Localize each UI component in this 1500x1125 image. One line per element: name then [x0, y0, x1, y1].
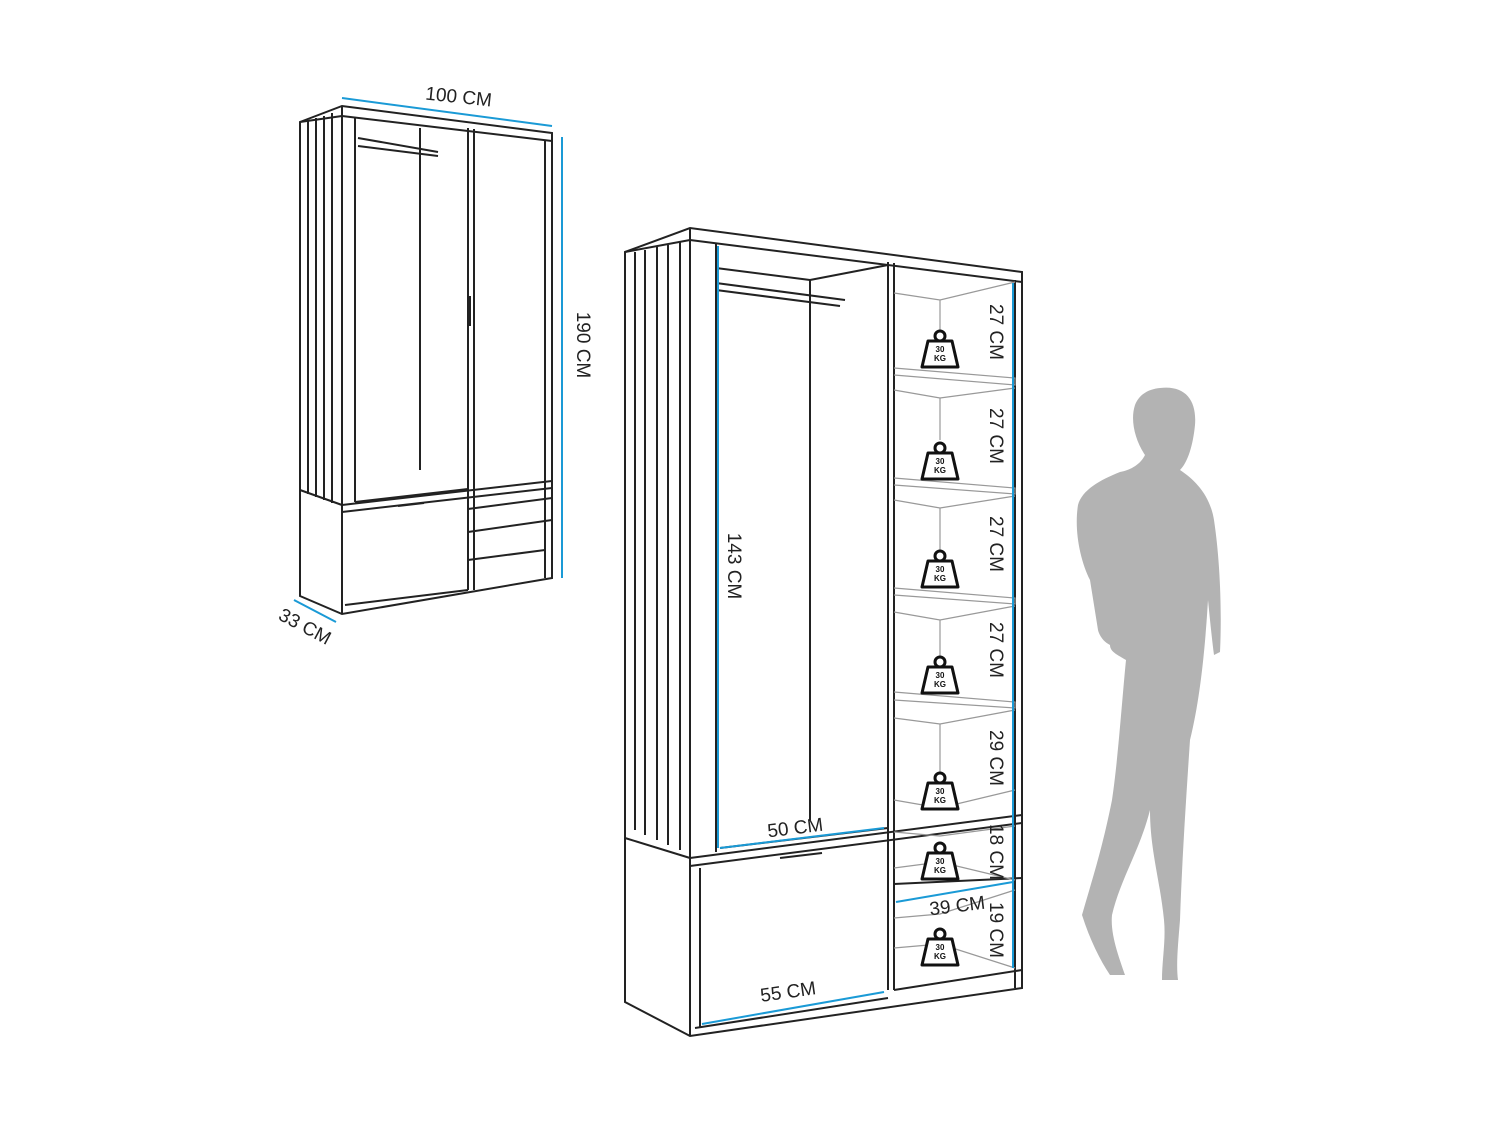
- hanging-height-label: 143 CM: [723, 533, 744, 600]
- weight-unit: KG: [934, 354, 946, 363]
- weight-value: 30: [936, 345, 945, 354]
- hanging-width-label: 50 CM: [766, 815, 824, 843]
- small-wardrobe: 100 CM 190 CM 33 CM: [275, 84, 593, 650]
- weight-icon: 30 KG: [920, 329, 960, 369]
- weight-unit: KG: [934, 574, 946, 583]
- drawer-width-label: 55 CM: [759, 978, 817, 1007]
- weight-icon: 30 KG: [920, 655, 960, 695]
- weight-value: 30: [936, 457, 945, 466]
- weight-icons: 30 KG 30 KG 30 KG 30 KG 30 KG 30 KG 30 K…: [920, 329, 960, 967]
- weight-unit: KG: [934, 680, 946, 689]
- width-label: 100 CM: [424, 84, 492, 112]
- shelf-height-4: 27 CM: [985, 622, 1006, 678]
- weight-icon: 30 KG: [920, 841, 960, 881]
- weight-icon: 30 KG: [920, 441, 960, 481]
- weight-value: 30: [936, 565, 945, 574]
- weight-icon: 30 KG: [920, 927, 960, 967]
- weight-icon: 30 KG: [920, 771, 960, 811]
- depth-label: 33 CM: [275, 605, 334, 650]
- weight-icon: 30 KG: [920, 549, 960, 589]
- shelf-height-6: 18 CM: [985, 824, 1006, 880]
- height-label: 190 CM: [572, 312, 593, 379]
- large-wardrobe: 143 CM 50 CM 55 CM 39 CM 27 CM 27 CM 27 …: [624, 226, 1023, 1038]
- shelf-width-label: 39 CM: [928, 893, 986, 921]
- weight-unit: KG: [934, 466, 946, 475]
- shelf-height-3: 27 CM: [985, 516, 1006, 572]
- shelf-height-5: 29 CM: [985, 730, 1006, 786]
- weight-value: 30: [936, 787, 945, 796]
- weight-value: 30: [936, 943, 945, 952]
- weight-value: 30: [936, 671, 945, 680]
- person-silhouette: [1076, 387, 1221, 980]
- weight-unit: KG: [934, 952, 946, 961]
- weight-unit: KG: [934, 796, 946, 805]
- weight-unit: KG: [934, 866, 946, 875]
- shelf-height-7: 19 CM: [985, 902, 1006, 958]
- shelf-height-1: 27 CM: [985, 304, 1006, 360]
- shelf-height-2: 27 CM: [985, 408, 1006, 464]
- weight-value: 30: [936, 857, 945, 866]
